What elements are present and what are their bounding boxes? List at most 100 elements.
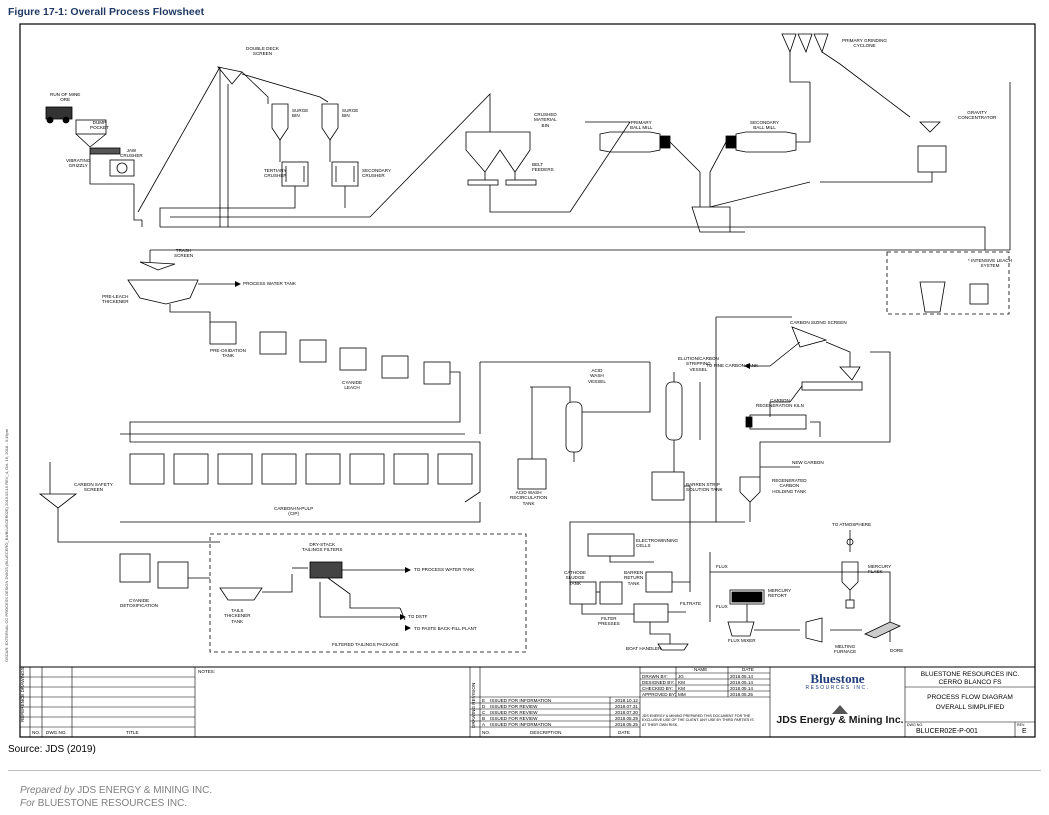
boat-handler-label: BOAT HANDLER [626,646,662,651]
prepared-for-line: For BLUESTONE RESOURCES INC. [20,798,187,809]
run-of-mine-truck [45,106,73,124]
dump-pocket [75,119,107,148]
cathode-sludge-tank [569,581,597,605]
dwg-no-label: DWG NO. [907,723,924,727]
footer-divider [8,770,1041,771]
belt-feeders [467,179,537,186]
to-fine-carbon-tank-label: TO FINE CARBON TANK [706,363,759,368]
carbon-dewatering-hopper [839,366,861,381]
jds-mountain-icon [832,705,848,714]
figure-title: Figure 17-1: Overall Process Flowsheet [8,6,205,18]
title-block [20,667,1035,737]
rev-date-a: 2018.05.25 [615,722,638,727]
pre-leach-thickener [127,279,199,305]
prepared-by-line: Prepared by JDS ENERGY & MINING INC. [20,785,212,796]
dwg-no: BLUCER02E-P-001 [916,728,978,735]
rev-col-no: NO. [482,730,491,735]
rev-date-c: 2018.07.20 [615,710,638,715]
filtered-tailings-package-label: FILTERED TAILINGS PACKAGE [332,642,399,647]
prepared-for: BLUESTONE RESOURCES INC. [37,798,188,809]
carbon-sizing-screen [791,326,828,348]
notes-label: NOTES: [198,669,216,674]
primary-grinding-cyclone [781,33,829,54]
filter-press [633,603,669,623]
double-deck-screen [216,66,243,85]
ref-drawings-label: REFERENCE DRAWINGS [20,667,25,722]
filtrate-label: FILTRATE [680,601,702,606]
electrowinning-cells [587,533,635,557]
dore-bars [864,621,901,639]
flux-label-2: FLUX [716,604,728,609]
drawing-border [19,23,1036,738]
flux-label-1: FLUX [716,564,728,569]
mercury-flask-train [841,530,859,609]
flux-mixer-label: FLUX MIXER [728,638,756,643]
jaw-crusher [109,159,135,177]
cyanide-detox-tanks [119,553,189,589]
rev-col-date: DATE [618,730,630,735]
revision-label: DRAWING REVISION [471,682,476,728]
project-name: CERRO BLANCO FS [938,679,1002,686]
surge-bin-1 [271,103,289,141]
carbon-regen-kiln [745,414,807,430]
rev-label: REV. [1017,723,1026,727]
flux-mixer [727,621,755,637]
client-name: BLUESTONE RESOURCES INC. [920,671,1020,678]
boat-handler [657,643,689,651]
source-caption: Source: JDS (2019) [8,744,96,755]
disclaimer: JDS ENERGY & MINING PREPARED THIS DOCUME… [642,714,754,727]
trash-screen [139,261,176,271]
screen-feed-conveyor [137,66,221,213]
prepared-prefix: Prepared by [20,785,75,796]
process-water-tank-label: PROCESS WATER TANK [243,281,296,286]
process-flow-diagram [19,23,1036,738]
ref-col-title: TITLE [126,730,139,735]
rev-value: E [1022,728,1027,735]
prepared-by: JDS ENERGY & MINING INC. [77,785,213,796]
rev-col-desc: DESCRIPTION [530,730,562,735]
rev-date-b: 2018.05.29 [615,716,638,721]
tails-thickener [219,587,263,601]
to-process-water-tank-label: TO PROCESS WATER TANK [414,567,475,572]
dore-label: DORE [890,648,904,653]
carbon-safety-screen [38,493,78,509]
bluestone-logo: Bluestone RESOURCES INC. [805,671,870,691]
melting-furnace [805,617,823,643]
rev-date-e: 2018.10.12 [615,698,638,703]
cip-tanks [129,453,473,485]
mercury-retort [729,589,765,605]
drawing-title-1: PROCESS FLOW DIAGRAM [927,694,1013,701]
new-carbon-label: NEW CARBON [792,460,824,465]
